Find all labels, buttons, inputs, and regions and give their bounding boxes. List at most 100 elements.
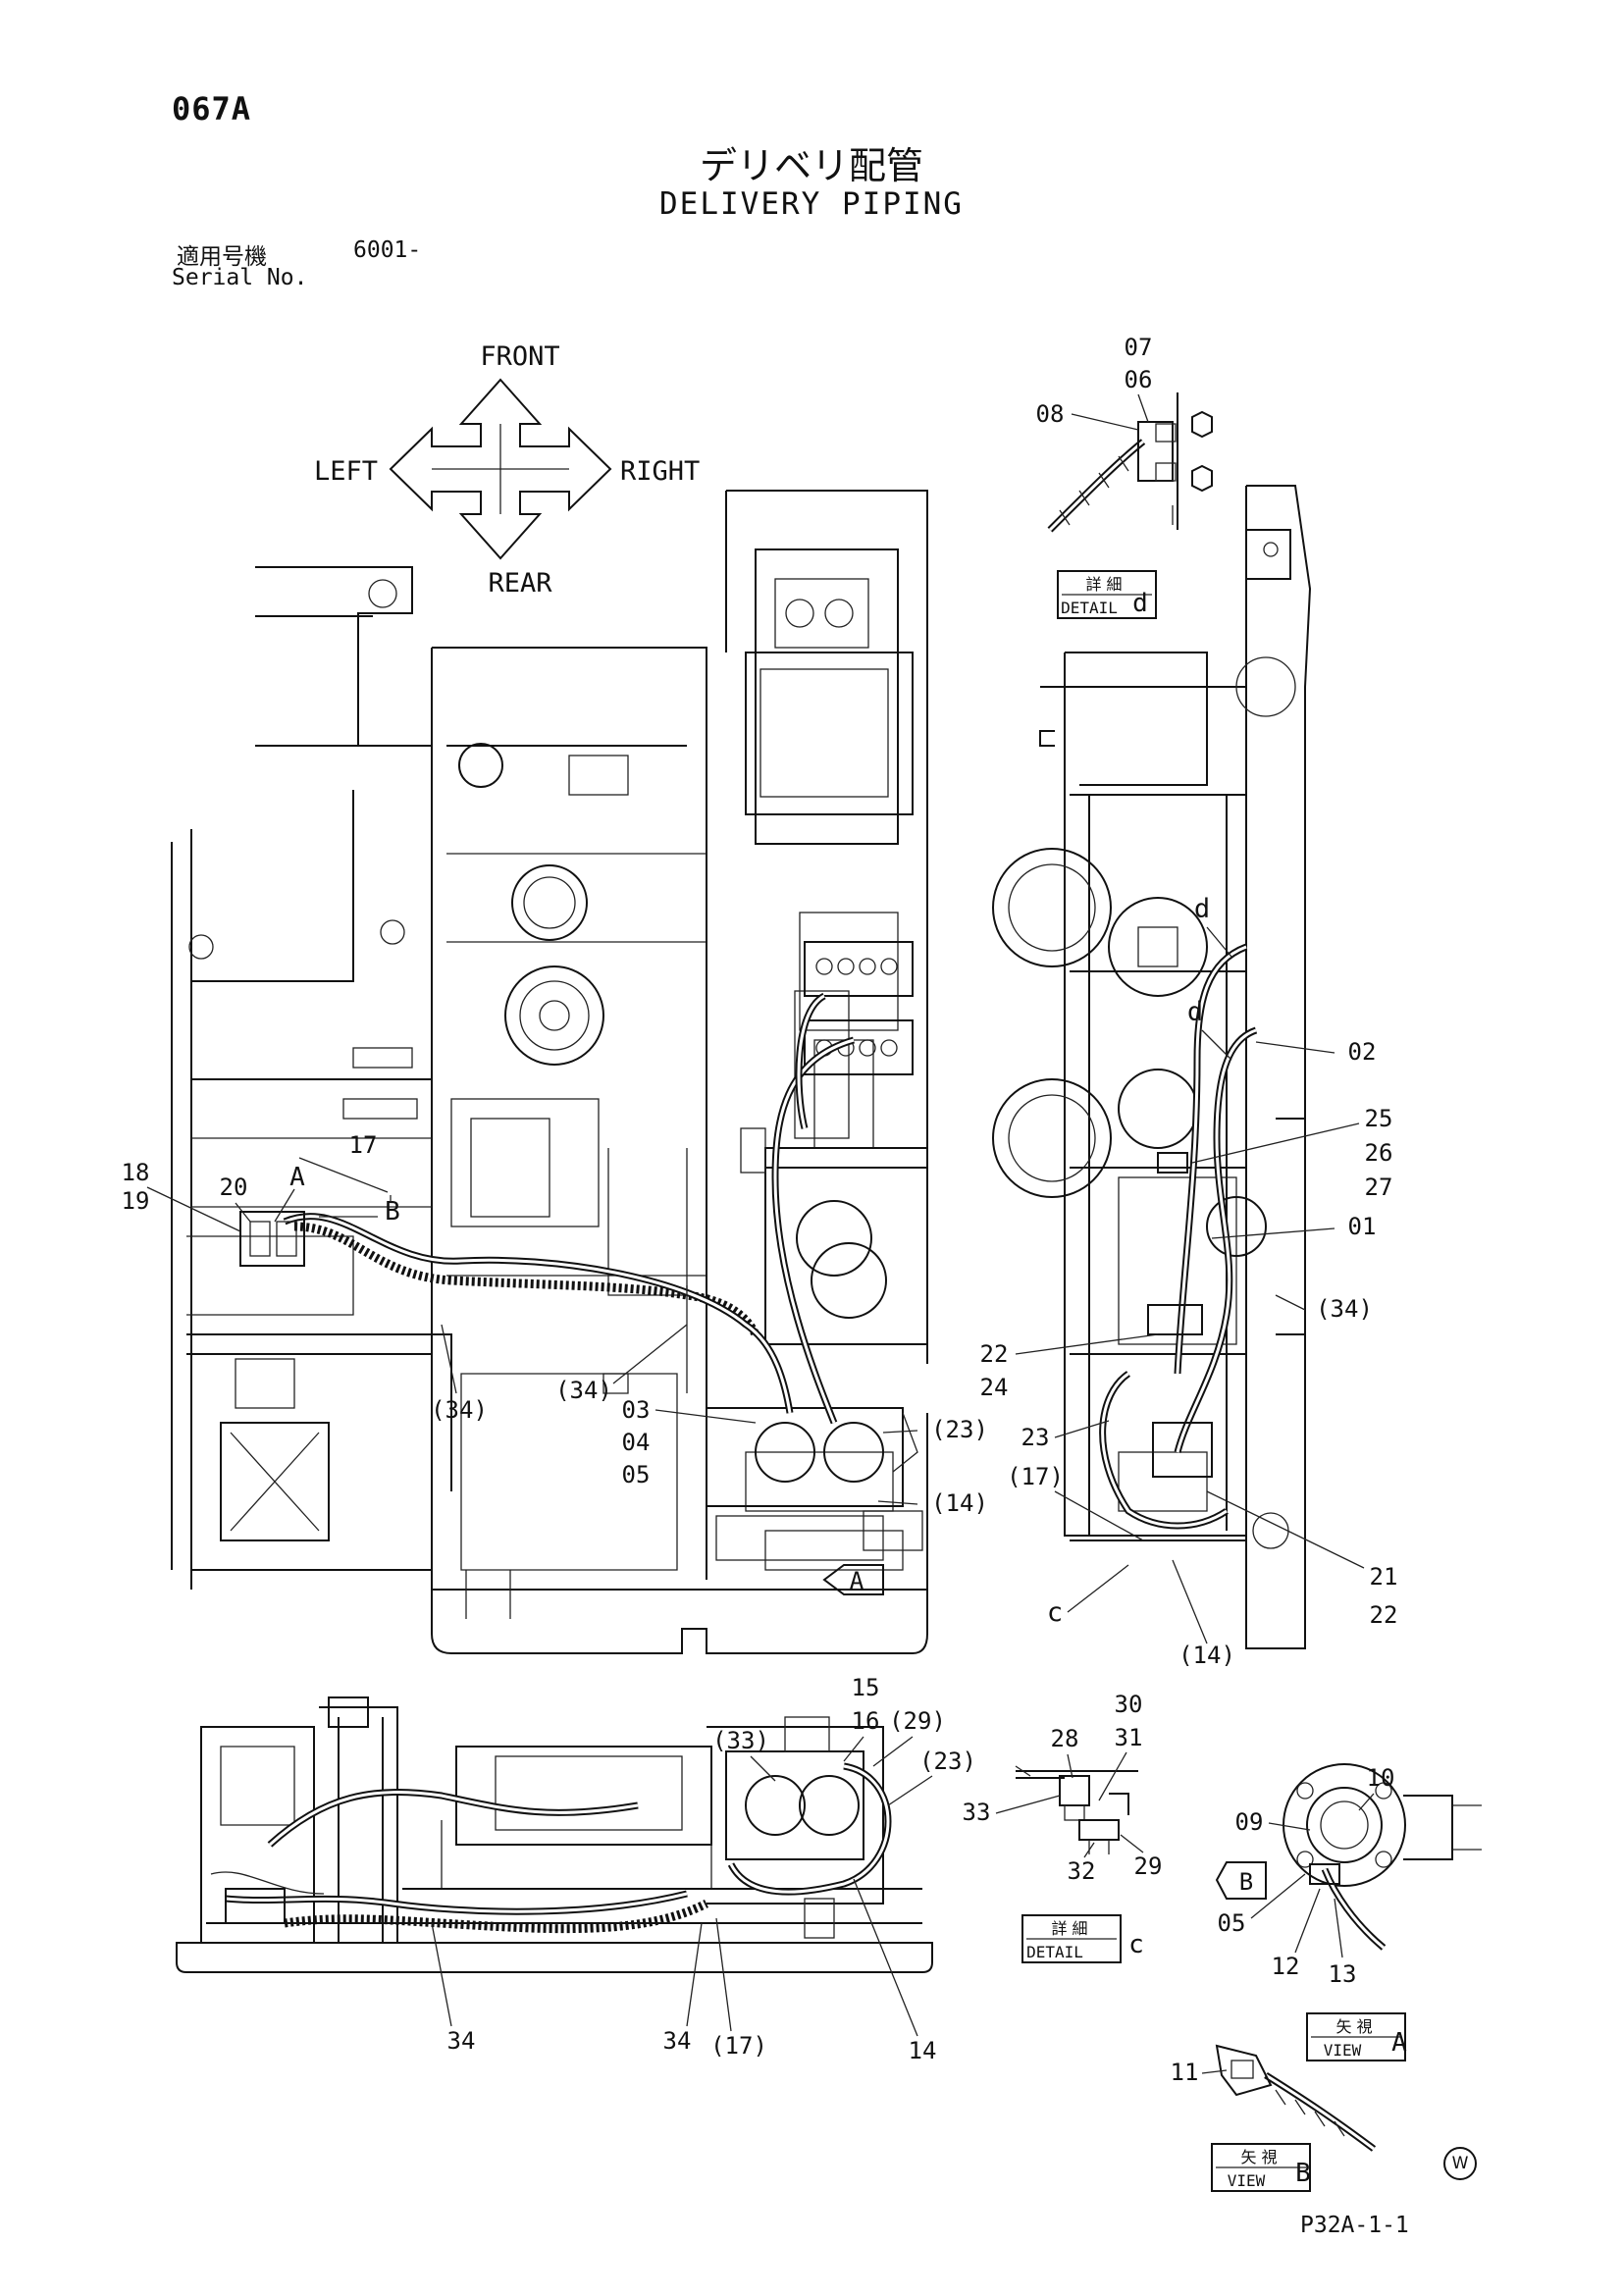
title-english: DELIVERY PIPING xyxy=(659,186,964,222)
compass-front: FRONT xyxy=(480,341,559,372)
callout-14-right: (14) xyxy=(1178,1642,1235,1669)
plan-view-pump xyxy=(706,1407,904,1561)
detail-box-c: 詳 細 DETAIL c xyxy=(1021,1914,1144,1963)
view-a-jp: 矢 視 xyxy=(1335,2017,1372,2036)
callout-05-view: 05 xyxy=(1218,1909,1246,1937)
callout-23-side: (23) xyxy=(919,1748,976,1775)
compass-rose: FRONT REAR LEFT RIGHT xyxy=(314,341,700,599)
callout-04: 04 xyxy=(622,1429,651,1456)
callout-17-right: (17) xyxy=(1007,1463,1064,1490)
page-code: 067A xyxy=(172,90,252,128)
callout-22-right: 22 xyxy=(980,1340,1009,1368)
lower-side-view-callouts: 15 16 (29) (33) (23) 34 34 (17) 14 xyxy=(431,1674,976,2064)
callout-07: 07 xyxy=(1125,334,1153,361)
callout-14-main: (14) xyxy=(931,1489,988,1517)
callout-18: 18 xyxy=(122,1159,150,1186)
main-callouts: 18 19 20 A 17 B (34) (34) 03 04 05 (23) … xyxy=(122,1131,988,1517)
detail-c-en: DETAIL xyxy=(1026,1943,1083,1961)
view-arrow-label-b: B xyxy=(1239,1868,1253,1896)
callout-16: 16 xyxy=(852,1707,880,1735)
compass-right: RIGHT xyxy=(620,456,700,487)
callout-03: 03 xyxy=(622,1396,651,1424)
side-view-piping xyxy=(1099,943,1258,1530)
plan-view-frame xyxy=(171,490,928,1654)
callout-15: 15 xyxy=(852,1674,880,1701)
view-a-en: VIEW xyxy=(1324,2041,1362,2060)
callout-23-right: 23 xyxy=(1021,1424,1050,1451)
callout-11: 11 xyxy=(1171,2059,1199,2086)
maker-mark: W xyxy=(1443,2147,1477,2180)
callout-19: 19 xyxy=(122,1187,150,1215)
callout-12: 12 xyxy=(1272,1953,1300,1980)
detail-d-en: DETAIL xyxy=(1061,599,1118,617)
callout-34-left: (34) xyxy=(431,1396,488,1424)
callout-17-side: (17) xyxy=(710,2032,767,2060)
callout-14-side: 14 xyxy=(909,2037,937,2064)
view-a-arrow-main: A xyxy=(822,1564,884,1595)
callout-21: 21 xyxy=(1370,1563,1398,1591)
callout-17-main: 17 xyxy=(349,1131,378,1159)
callout-10: 10 xyxy=(1367,1764,1395,1792)
detail-d-jp: 詳 細 xyxy=(1085,575,1122,594)
callout-34-side-2: 34 xyxy=(663,2027,692,2055)
view-b-letter: B xyxy=(1295,2159,1311,2188)
callout-22-bottom: 22 xyxy=(1370,1601,1398,1629)
callout-05: 05 xyxy=(622,1461,651,1488)
compass-rear: REAR xyxy=(488,568,552,599)
detail-c-drawing: 30 31 28 33 32 29 xyxy=(963,1691,1163,1885)
callout-32: 32 xyxy=(1068,1857,1096,1885)
callout-33-side: (33) xyxy=(712,1727,769,1754)
title-japanese: デリベリ配管 xyxy=(699,144,923,187)
detail-c-letter: c xyxy=(1128,1930,1144,1959)
view-b-arrow: B xyxy=(1215,1861,1267,1900)
view-a-drawing: 10 09 05 12 13 B xyxy=(1215,1763,1482,1988)
callout-34-side-1: 34 xyxy=(447,2027,476,2055)
view-box-b: 矢 視 VIEW B xyxy=(1211,2143,1311,2192)
callout-letter-c: c xyxy=(1047,1597,1063,1628)
side-view-frame xyxy=(992,485,1312,1649)
lower-side-view-frame xyxy=(176,1696,933,1973)
callout-29-side: (29) xyxy=(889,1707,946,1735)
serial-label-jp: 適用号機 xyxy=(177,244,267,270)
detail-box-d: 詳 細 DETAIL d xyxy=(1057,570,1157,619)
callout-28: 28 xyxy=(1051,1725,1079,1752)
plan-view-piping xyxy=(239,992,918,1473)
detail-d-drawing: 07 06 08 xyxy=(1036,334,1213,533)
view-a-letter: A xyxy=(1391,2028,1407,2058)
side-view-callouts: d d 02 25 26 27 01 (34) 22 24 23 (17) 21… xyxy=(980,894,1398,1669)
detail-d-letter: d xyxy=(1132,589,1148,618)
view-b-drawing: 11 xyxy=(1171,2044,1377,2152)
callout-34-mid: (34) xyxy=(555,1377,612,1404)
callout-13: 13 xyxy=(1329,1960,1357,1988)
callout-letter-b: B xyxy=(385,1197,400,1226)
view-b-jp: 矢 視 xyxy=(1240,2148,1277,2166)
drawing-code: P32A-1-1 xyxy=(1300,2213,1409,2238)
callout-24: 24 xyxy=(980,1374,1009,1401)
callout-25: 25 xyxy=(1365,1105,1393,1132)
callout-30: 30 xyxy=(1115,1691,1143,1718)
callout-06: 06 xyxy=(1125,366,1153,393)
callout-letter-a: A xyxy=(289,1163,305,1192)
detail-c-jp: 詳 細 xyxy=(1051,1919,1087,1938)
compass-left: LEFT xyxy=(314,456,378,487)
callout-01: 01 xyxy=(1348,1213,1377,1240)
callout-27: 27 xyxy=(1365,1174,1393,1201)
callout-08: 08 xyxy=(1036,400,1065,428)
callout-d-top: d xyxy=(1194,894,1210,924)
view-box-a: 矢 視 VIEW A xyxy=(1306,2012,1407,2061)
serial-label-en: Serial No. xyxy=(172,265,308,290)
callout-20: 20 xyxy=(220,1174,248,1201)
view-arrow-label-a: A xyxy=(850,1567,864,1594)
callout-26: 26 xyxy=(1365,1139,1393,1167)
callout-d-mid: d xyxy=(1187,997,1203,1027)
callout-02: 02 xyxy=(1348,1038,1377,1066)
lower-side-view-piping xyxy=(225,1716,892,1939)
callout-31: 31 xyxy=(1115,1724,1143,1751)
callout-09: 09 xyxy=(1235,1808,1264,1836)
serial-value: 6001- xyxy=(353,237,422,263)
callout-34-right: (34) xyxy=(1316,1295,1373,1323)
callout-23-main: (23) xyxy=(931,1416,988,1443)
callout-29: 29 xyxy=(1134,1852,1163,1880)
view-b-en: VIEW xyxy=(1228,2171,1266,2190)
